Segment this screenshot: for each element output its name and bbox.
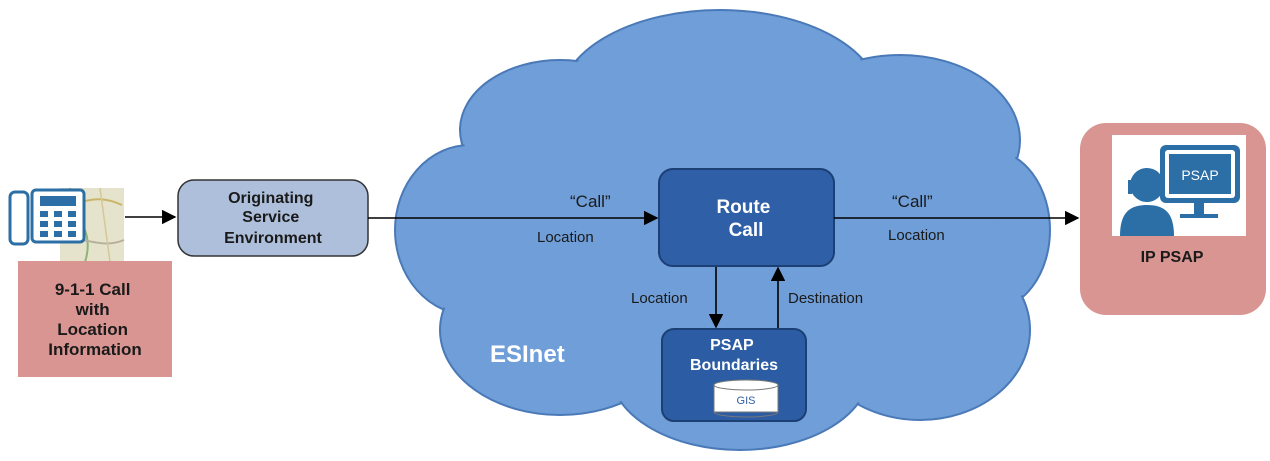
edge-label-out-location: Location: [888, 227, 945, 244]
caller-label-line: 9-1-1 Call: [55, 280, 131, 299]
svg-text:9-1-1 Call with Lo: 9-1-1 Call with Location Information: [48, 280, 142, 359]
caller-label-line: Location: [57, 320, 128, 339]
operator-monitor-icon: PSAP: [1112, 135, 1246, 236]
originating-label-line: Originating: [228, 190, 313, 207]
gis-label: GIS: [737, 395, 756, 407]
esinet-cloud: ESInet: [394, 9, 1051, 451]
svg-text:Route Call: Route Call: [716, 197, 775, 241]
ip-psap-node: PSAP IP PSAP: [1080, 123, 1266, 315]
caller-label-line: Information: [48, 340, 142, 359]
edges: [125, 209, 1080, 329]
edge-label-out-call: “Call”: [892, 192, 933, 211]
esinet-label: ESInet: [490, 341, 565, 368]
edge-label-down-location: Location: [631, 290, 688, 307]
edge-label-in-location: Location: [537, 229, 594, 246]
caller-label-line: with: [75, 300, 110, 319]
route-call-label-line: Route: [716, 197, 770, 218]
edge-label-in-call: “Call”: [570, 192, 611, 211]
desk-phone-icon: [8, 188, 86, 246]
psap-boundaries-node: PSAP Boundaries GIS: [661, 328, 807, 422]
route-call-node: Route Call: [658, 168, 835, 267]
svg-text:PSAP Boundaries: PSAP Boundaries: [690, 337, 778, 374]
caller-block: 9-1-1 Call with Location Information: [8, 187, 172, 377]
originating-service-node: Originating Service Environment: [177, 179, 369, 257]
caller-label-box: [18, 261, 172, 377]
edge-label-up-destination: Destination: [788, 290, 863, 307]
originating-label-line: Environment: [224, 230, 322, 247]
route-call-label-line: Call: [729, 220, 764, 241]
ip-psap-label: IP PSAP: [1141, 249, 1204, 266]
psap-boundaries-label-line: PSAP: [710, 337, 754, 354]
psap-screen-label: PSAP: [1181, 167, 1218, 183]
psap-boundaries-label-line: Boundaries: [690, 357, 778, 374]
originating-label-line: Service: [242, 209, 299, 226]
svg-text:Originating Service: Originating Service Environment: [224, 190, 322, 247]
edge-labels: “Call” Location “Call” Location Location…: [537, 192, 945, 307]
gis-database-icon: GIS: [713, 379, 779, 418]
